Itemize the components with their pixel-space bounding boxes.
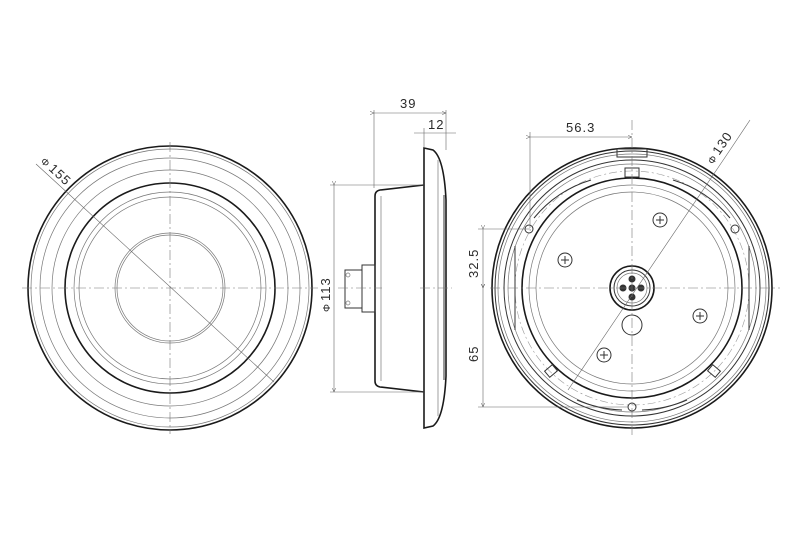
screw-icon (652, 212, 668, 228)
diameter-leader (35, 163, 275, 383)
flange (423, 147, 447, 429)
connector-base (361, 264, 376, 313)
flange-depth-label: 12 (428, 117, 444, 132)
screw-icon (557, 252, 573, 268)
lower-offset-label: 65 (466, 346, 481, 362)
rear-diameter-leader (729, 119, 751, 151)
depth-total-label: 39 (400, 96, 416, 111)
body-diameter-symbol: Φ (322, 303, 333, 312)
front-view: Φ 155 (22, 142, 318, 434)
side-view: 39 12 Φ 113 (318, 96, 456, 429)
screw-icon (596, 347, 612, 363)
screw-icon (692, 308, 708, 324)
connector-plug (344, 269, 363, 309)
housing-body (374, 184, 425, 393)
rear-view: Φ 130 56.3 32.5 65 (466, 119, 780, 435)
upper-offset-label: 32.5 (466, 249, 481, 278)
front-diameter-value: 155 (46, 161, 74, 189)
horizontal-offset-label: 56.3 (566, 120, 595, 135)
rear-diameter-value: 130 (709, 129, 735, 158)
body-diameter-value: 113 (318, 277, 333, 301)
